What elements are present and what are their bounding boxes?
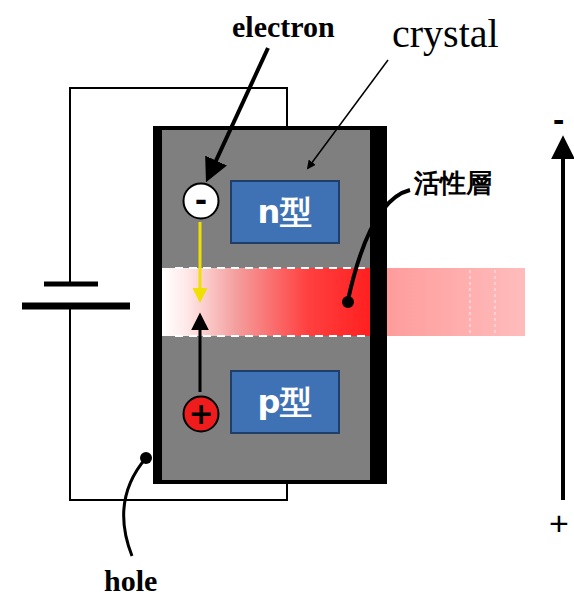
part-name: hole xyxy=(104,566,157,596)
leader-dot xyxy=(140,452,152,464)
part-name: crystal xyxy=(392,14,499,54)
part-name: electron xyxy=(232,12,335,42)
electron-arrow xyxy=(199,222,202,300)
polarity-sign: - xyxy=(553,102,564,136)
n-type-box: n型 xyxy=(230,180,340,244)
node-text: n型 xyxy=(258,196,313,228)
polarity-arrow xyxy=(561,140,565,500)
electrode xyxy=(155,128,162,482)
leader-line xyxy=(208,48,268,178)
leader-dot xyxy=(342,296,354,308)
electron-circle: - xyxy=(182,182,220,220)
leader-line xyxy=(124,458,146,556)
emitted-light xyxy=(385,268,525,336)
hole-arrow xyxy=(199,316,202,392)
node-text: - xyxy=(195,186,207,216)
hole-circle: + xyxy=(182,395,220,433)
part-name: 活性層 xyxy=(414,170,492,196)
p-type-box: p型 xyxy=(230,370,340,434)
battery-positive-plate xyxy=(22,303,130,310)
leader-line xyxy=(308,60,388,168)
node-text: p型 xyxy=(258,386,313,418)
electrode xyxy=(370,128,387,482)
light-waves xyxy=(470,270,495,334)
active-layer xyxy=(162,268,370,336)
polarity-sign: + xyxy=(549,506,569,540)
active-layer-edge xyxy=(175,267,370,269)
battery-negative-plate xyxy=(44,282,98,287)
crystal-body xyxy=(155,128,385,482)
node-text: + xyxy=(188,399,213,429)
active-layer-edge xyxy=(175,335,370,337)
leader-line xyxy=(348,190,410,300)
